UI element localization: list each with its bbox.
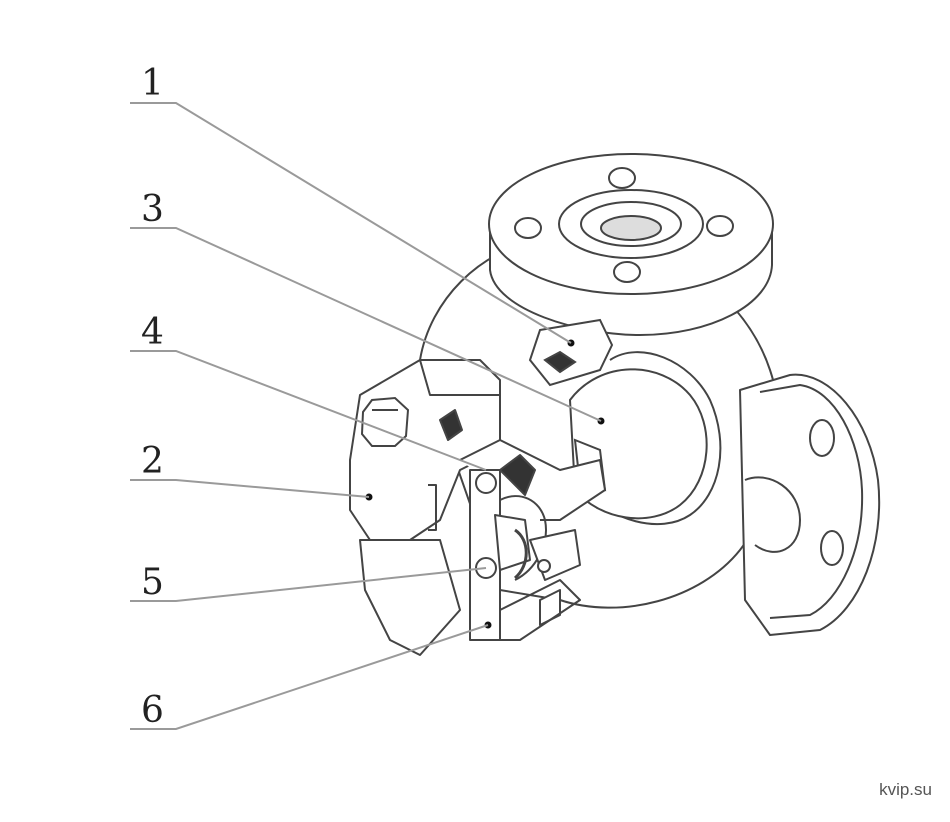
callout-4: 4 — [141, 312, 164, 353]
leader-line-2 — [130, 479, 370, 498]
leader-line-4 — [130, 350, 487, 471]
callout-3: 3 — [141, 189, 164, 230]
callout-5: 5 — [141, 562, 164, 603]
callout-2: 2 — [141, 441, 164, 482]
leader-lines — [130, 102, 602, 730]
leader-line-6 — [130, 624, 489, 730]
leader-line-5 — [130, 567, 487, 602]
plug-bolt — [360, 396, 410, 447]
inlet-insert — [528, 318, 614, 387]
top-flange — [488, 153, 774, 337]
watermark-text: kvip.su — [879, 780, 932, 799]
callout-1: 1 — [141, 63, 164, 104]
leader-line-3 — [130, 227, 602, 422]
leader-line-1 — [130, 102, 572, 344]
callout-6: 6 — [141, 690, 164, 731]
